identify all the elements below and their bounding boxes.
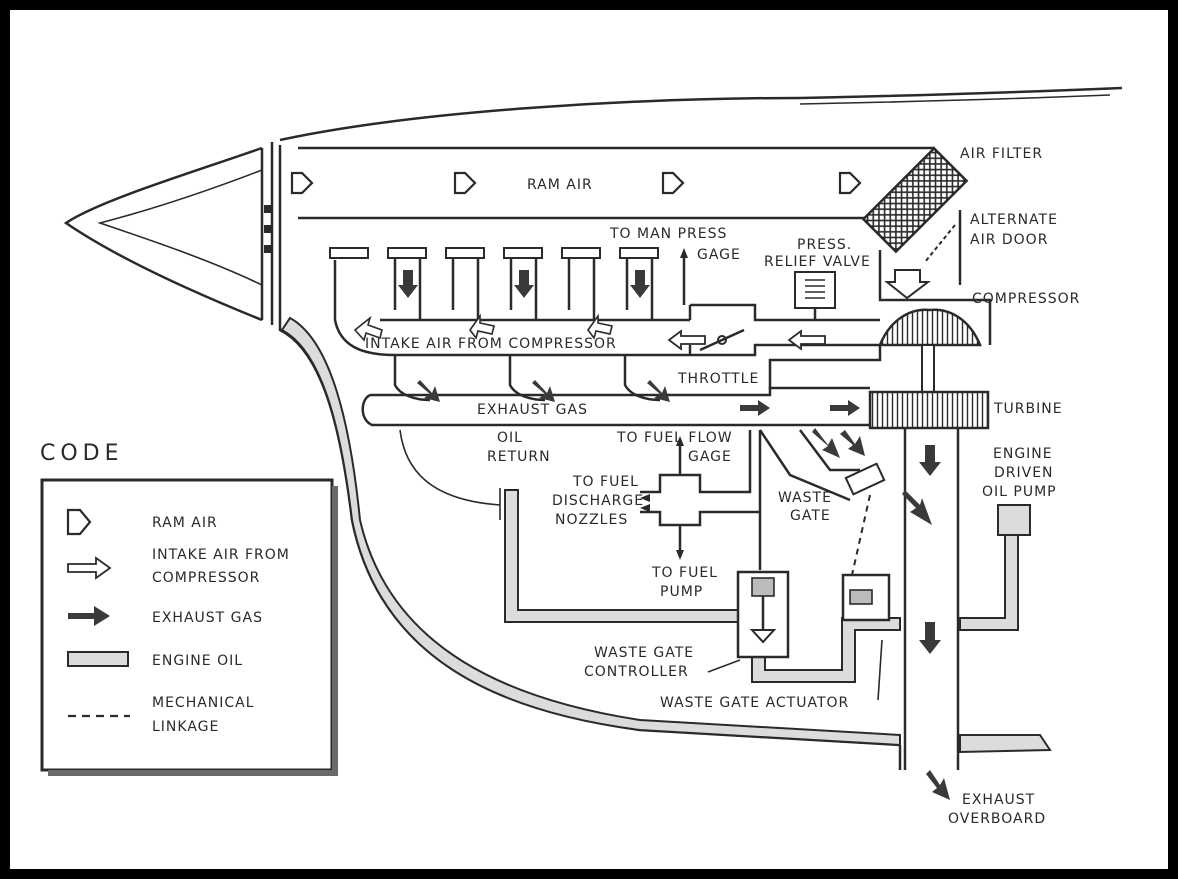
spinner: [66, 142, 272, 325]
label-overboard: OVERBOARD: [948, 811, 1046, 827]
ram-air-arrow: [455, 173, 475, 193]
intake-air-arrow: [669, 331, 705, 349]
label-alternate: ALTERNATE: [970, 212, 1058, 228]
label-air-filter: AIR FILTER: [960, 146, 1043, 162]
label-engine: ENGINE: [993, 446, 1053, 462]
label-waste-gate-controller-1: WASTE GATE: [594, 645, 694, 661]
exhaust-manifold: [363, 355, 870, 425]
label-oil: OIL: [497, 430, 523, 446]
pressure-relief-valve: [795, 272, 835, 320]
label-press: PRESS.: [797, 237, 852, 253]
label-exhaust: EXHAUST: [962, 792, 1035, 808]
label-to-fuel-flow: TO FUEL FLOW: [616, 430, 733, 446]
label-pump: PUMP: [660, 584, 703, 600]
label-air-door: AIR DOOR: [970, 232, 1048, 248]
label-driven: DRIVEN: [994, 465, 1054, 481]
legend-label: EXHAUST GAS: [152, 610, 263, 626]
legend-label-2: COMPRESSOR: [152, 570, 260, 586]
label-flow-gage: GAGE: [688, 449, 732, 465]
label-return: RETURN: [487, 449, 551, 465]
cowling: [280, 88, 1122, 770]
label-to-man-press: TO MAN PRESS: [609, 226, 727, 242]
label-nozzles: NOZZLES: [555, 512, 628, 528]
label-exhaust-gas: EXHAUST GAS: [477, 402, 588, 418]
legend-label: ENGINE OIL: [152, 653, 243, 669]
legend-item-engine-oil: ENGINE OIL: [68, 652, 243, 669]
ram-air-arrow: [840, 173, 860, 193]
ram-air-arrow: [292, 173, 312, 193]
label-compressor: COMPRESSOR: [972, 291, 1080, 307]
legend-label-2: LINKAGE: [152, 719, 219, 735]
engine-driven-oil-pump: [998, 505, 1030, 535]
label-waste: WASTE: [778, 490, 832, 506]
label-ram-air: RAM AIR: [527, 177, 593, 193]
legend-label: INTAKE AIR FROM: [152, 547, 290, 563]
label-to-fuel: TO FUEL: [572, 474, 639, 490]
label-throttle: THROTTLE: [677, 371, 759, 387]
label-relief-valve: RELIEF VALVE: [764, 254, 871, 270]
label-gate: GATE: [790, 508, 831, 524]
label-to-fuel-pump: TO FUEL: [651, 565, 718, 581]
engine-oil-icon: [68, 652, 128, 666]
exhaust-gas-arrow: [740, 400, 770, 416]
intake-air-arrow: [789, 331, 825, 349]
alternate-air-door: [925, 210, 960, 285]
label-waste-gate-actuator: WASTE GATE ACTUATOR: [660, 695, 849, 711]
ram-air-arrow: [663, 173, 683, 193]
label-waste-gate-controller-2: CONTROLLER: [584, 664, 689, 680]
turbine-wheel: [870, 392, 988, 428]
legend-label: MECHANICAL: [152, 695, 255, 711]
waste-gate-controller: [738, 572, 788, 657]
exhaust-stack: [902, 428, 958, 800]
exhaust-gas-arrow: [830, 400, 860, 416]
legend: CODE RAM AIR INTAKE AIR FROM COMPRESSOR …: [40, 441, 338, 776]
waste-gate-actuator: [843, 575, 889, 620]
label-discharge: DISCHARGE: [552, 493, 644, 509]
label-turbine: TURBINE: [993, 401, 1063, 417]
label-oil-pump: OIL PUMP: [982, 484, 1057, 500]
label-intake-air: INTAKE AIR FROM COMPRESSOR: [365, 336, 617, 352]
ram-air-duct: [292, 148, 935, 218]
label-gage: GAGE: [697, 247, 741, 263]
legend-title: CODE: [40, 441, 124, 466]
legend-label: RAM AIR: [152, 515, 218, 531]
air-filter: [863, 148, 966, 251]
